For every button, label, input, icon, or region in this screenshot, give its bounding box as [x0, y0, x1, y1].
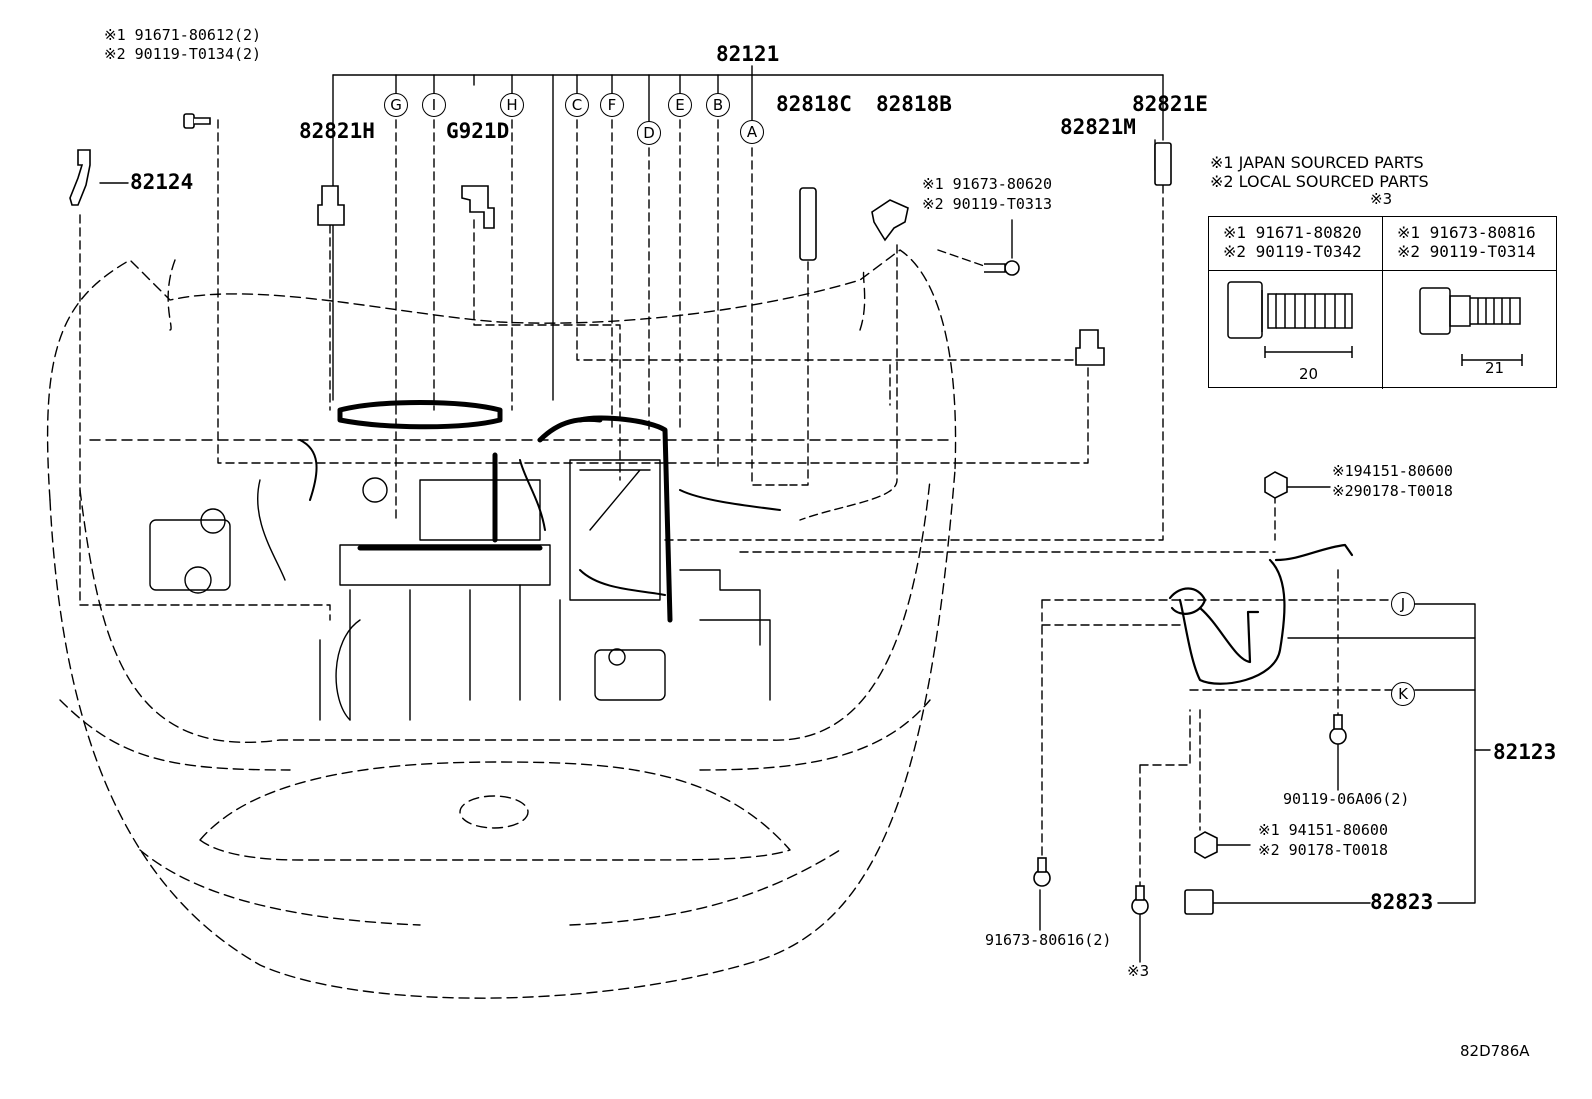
fastener-1-length: 20 — [1299, 365, 1319, 383]
harness-bundle — [337, 400, 673, 623]
bolt-label-mid-2: ※2 90119-T0313 — [922, 195, 1052, 213]
leader-lines — [79, 119, 1394, 886]
part-code-82821e: 82821E — [1132, 92, 1208, 116]
fastener-table: ※1 91671-80820 ※2 90119-T0342 20 ※1 9167… — [1208, 216, 1557, 389]
fastener-cell-1: ※1 91671-80820 ※2 90119-T0342 20 — [1209, 217, 1383, 389]
bolt-label-mid-1: ※1 91673-80620 — [922, 175, 1052, 193]
callout-c: C — [565, 93, 589, 117]
callout-e: E — [668, 93, 692, 117]
callout-b: B — [706, 93, 730, 117]
callout-a: A — [740, 120, 764, 144]
part-code-82823: 82823 — [1370, 890, 1434, 914]
fastener-cell-header: ※1 91671-80820 ※2 90119-T0342 — [1209, 217, 1382, 271]
bolt-icon — [1131, 885, 1149, 915]
bolt-label-right: 90119-06A06(2) — [1283, 790, 1410, 808]
ref-3-bottom: ※3 — [1127, 962, 1150, 980]
fastener-cell-header: ※1 91673-80816 ※2 90119-T0314 — [1383, 217, 1557, 271]
callout-i: I — [422, 93, 446, 117]
legend-ref-3: ※3 — [1370, 190, 1393, 208]
part-code-82123: 82123 — [1493, 740, 1557, 764]
bolt-label-bottom: 91673-80616(2) — [985, 931, 1112, 949]
part-code-g921d: G921D — [446, 119, 510, 143]
part-code-82124: 82124 — [130, 170, 194, 194]
vehicle-hood-outline — [46, 249, 957, 999]
nut-label-lower-2: ※2 90178-T0018 — [1258, 841, 1388, 859]
part-code-82821m: 82821M — [1060, 115, 1136, 139]
label-leaders — [99, 139, 1491, 963]
engine-bay-components — [149, 459, 771, 721]
nut-label-lower-1: ※1 94151-80600 — [1258, 821, 1388, 839]
fastener-2-length: 21 — [1485, 359, 1505, 377]
bolt-icon — [984, 260, 1020, 276]
fastener-1-japan: ※1 91671-80820 — [1223, 223, 1362, 242]
legend-line-1: ※1 JAPAN SOURCED PARTS — [1210, 153, 1424, 172]
callout-d: D — [637, 121, 661, 145]
fastener-2-japan: ※1 91673-80816 — [1397, 223, 1536, 242]
bolt-label-top-left-2: ※2 90119-T0134(2) — [104, 45, 262, 63]
callout-k: K — [1391, 682, 1415, 706]
fastener-cell-2: ※1 91673-80816 ※2 90119-T0314 21 — [1383, 217, 1557, 389]
bolt-icon — [1033, 857, 1051, 887]
part-code-82821h: 82821H — [299, 119, 375, 143]
bolt-label-top-left-1: ※1 91671-80612(2) — [104, 26, 262, 44]
nut-label-upper-1: ※194151-80600 — [1332, 462, 1453, 480]
fastener-2-local: ※2 90119-T0314 — [1397, 242, 1536, 261]
part-icons — [69, 113, 1347, 915]
callout-f: F — [600, 93, 624, 117]
bolt-icon — [1329, 714, 1347, 745]
callout-h: H — [500, 93, 524, 117]
part-code-82121: 82121 — [716, 42, 780, 66]
part-code-82818b: 82818B — [876, 92, 952, 116]
legend-line-2: ※2 LOCAL SOURCED PARTS — [1210, 172, 1429, 191]
battery-cable-82123 — [1168, 543, 1354, 685]
fastener-1-local: ※2 90119-T0342 — [1223, 242, 1362, 261]
diagram-id: 82D786A — [1460, 1042, 1530, 1060]
part-code-82818c: 82818C — [776, 92, 852, 116]
nut-label-upper-2: ※290178-T0018 — [1332, 482, 1453, 500]
callout-j: J — [1391, 592, 1415, 616]
legend-bolt-drawings — [1227, 281, 1523, 366]
callout-g: G — [384, 93, 408, 117]
bolt-icon — [183, 113, 211, 129]
